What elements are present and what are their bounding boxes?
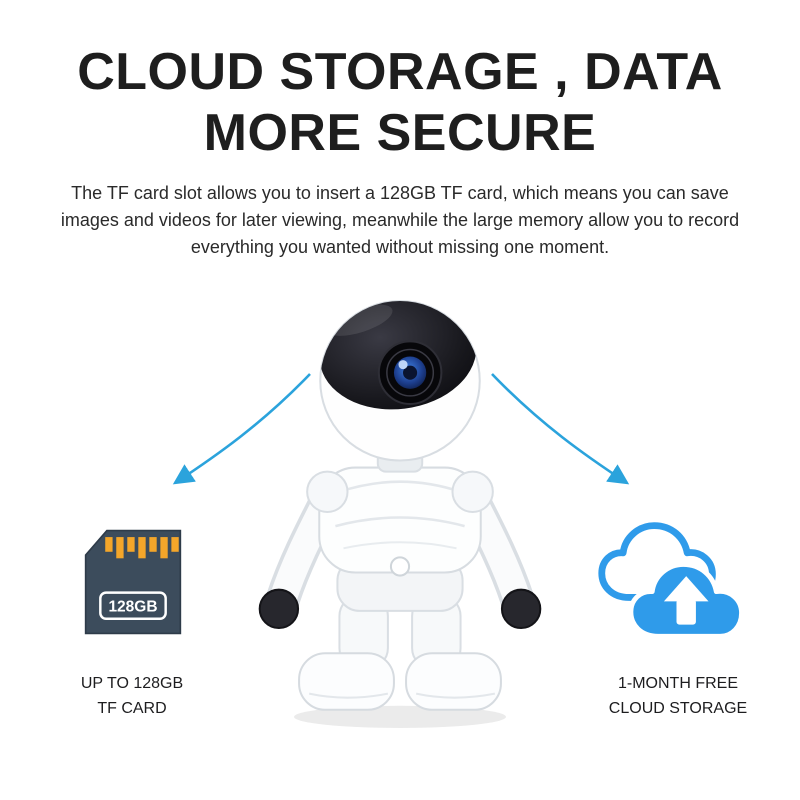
cloud-caption-line-2: CLOUD STORAGE <box>608 699 748 717</box>
tf-card-caption: UP TO 128GB TF CARD <box>32 672 232 722</box>
upload-arrow-icon <box>663 576 709 625</box>
cloud-upload-icon <box>598 522 744 639</box>
cloud-caption: 1-MONTH FREE CLOUD STORAGE <box>568 672 788 722</box>
title-line-1: CLOUD STORAGE , DATA <box>77 43 723 101</box>
tf-card-capacity-label: 128GB <box>108 598 157 615</box>
tf-card-pins <box>105 537 179 559</box>
tf-card-caption-line-1: UP TO 128GB <box>80 675 184 692</box>
title-line-2: MORE SECURE <box>203 104 597 163</box>
lens-highlight <box>398 360 408 370</box>
robot-belly-button <box>389 556 411 577</box>
robot-right-hand <box>500 588 542 630</box>
robot-camera-illustration <box>238 298 562 732</box>
robot-shadow <box>294 705 506 728</box>
robot-right-foot <box>405 652 502 711</box>
tf-card-label-frame <box>99 591 167 620</box>
robot-left-foot <box>298 652 395 711</box>
tf-card-icon: 128GB <box>84 529 182 635</box>
description-text: The TF card slot allows you to insert a … <box>60 183 740 257</box>
robot-camera-icon <box>258 300 542 728</box>
cloud-illustration <box>594 512 759 647</box>
page-title: CLOUD STORAGE , DATA MORE SECURE <box>0 42 800 165</box>
tf-card-illustration: 128GB <box>84 516 182 648</box>
tf-card-body <box>84 529 182 635</box>
robot-left-hand <box>258 588 300 630</box>
tf-card-caption-line-2: TF CARD <box>97 699 167 717</box>
cloud-caption-line-1: 1-MONTH FREE <box>618 675 738 692</box>
